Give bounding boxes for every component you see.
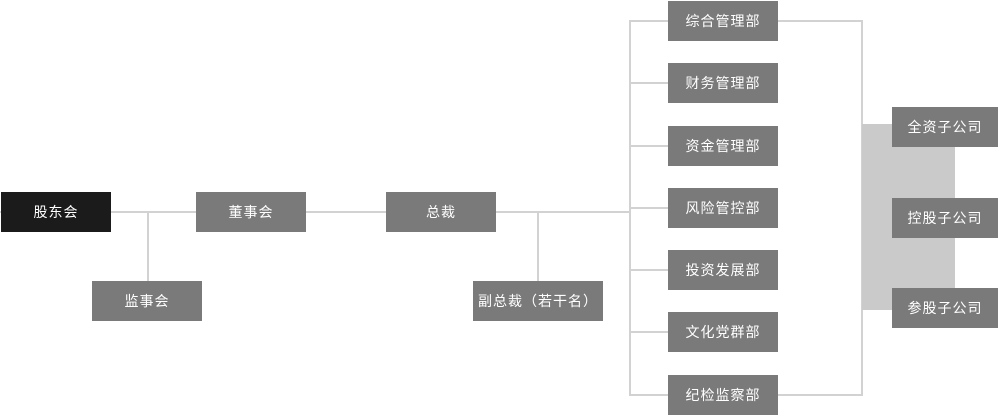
node-subsidiary-holding: 控股子公司 <box>892 198 998 238</box>
node-subsidiary-wholly-owned: 全资子公司 <box>892 107 998 147</box>
node-supervisory-board: 监事会 <box>92 281 202 321</box>
node-vice-presidents: 副总裁（若干名） <box>473 281 603 321</box>
connector-dept-stub <box>629 394 668 396</box>
node-shareholders-meeting: 股东会 <box>1 192 111 232</box>
connector-dept-stub <box>629 207 668 209</box>
node-dept-culture-party: 文化党群部 <box>668 312 778 352</box>
node-dept-financial-management: 财务管理部 <box>668 63 778 103</box>
connector-dept-stub <box>629 20 668 22</box>
node-dept-fund-management: 资金管理部 <box>668 126 778 166</box>
node-subsidiary-minority-stake: 参股子公司 <box>892 288 998 328</box>
node-dept-investment-development: 投资发展部 <box>668 250 778 290</box>
connector-main-horizontal <box>0 211 630 213</box>
node-president: 总裁 <box>386 192 496 232</box>
connector-dept-stub <box>629 269 668 271</box>
connector-right-top <box>778 20 863 22</box>
node-dept-general-management: 综合管理部 <box>668 1 778 41</box>
connector-dept-stub <box>629 331 668 333</box>
connector-drop-vice-president <box>537 211 539 281</box>
node-board-of-directors: 董事会 <box>196 192 306 232</box>
connector-dept-stub <box>629 145 668 147</box>
node-dept-risk-control: 风险管控部 <box>668 188 778 228</box>
connector-dept-stub <box>629 82 668 84</box>
connector-drop-supervisory <box>147 211 149 281</box>
node-dept-discipline-inspection: 纪检监察部 <box>668 375 778 415</box>
connector-right-bottom <box>778 394 863 396</box>
